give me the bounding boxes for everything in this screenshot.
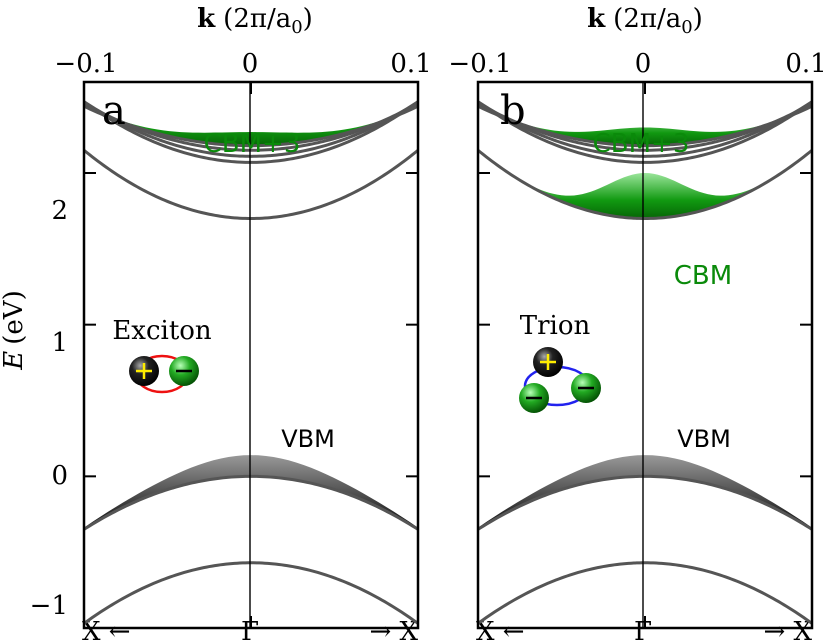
cbm3-label: CBM+3 [593, 129, 690, 159]
trion-label: Trion [520, 311, 591, 341]
top-axis-label: k(2π/a0) [197, 4, 313, 38]
conduction-band-line [84, 100, 418, 164]
panel-frame [476, 80, 814, 630]
conduction-band-line [478, 104, 812, 148]
hole-particle [129, 356, 159, 386]
valence-band-line [84, 474, 418, 531]
y-tick-label: −1 [30, 591, 68, 621]
vbm-label: VBM [677, 425, 731, 453]
panel-b [476, 80, 814, 630]
y-tick-label: 2 [51, 196, 68, 226]
exciton-label: Exciton [112, 316, 212, 346]
valence-band-line [478, 561, 812, 625]
black-density-hump [84, 455, 418, 530]
top-tick-label: 0 [635, 49, 652, 79]
exciton-diagram [129, 354, 199, 394]
y-tick-label: 0 [51, 461, 68, 491]
conduction-band-line [84, 104, 418, 148]
panel-label-a: a [102, 88, 126, 134]
bottom-label-gamma: Γ [241, 617, 259, 644]
y-tick-label: 1 [51, 328, 68, 358]
black-density-hump [478, 455, 812, 530]
bottom-label-left: X ← [476, 617, 525, 644]
top-tick-label: 0 [242, 49, 259, 79]
top-tick-label: 0.1 [390, 49, 431, 79]
top-tick-label: −0.1 [448, 49, 511, 79]
y-axis-label: E(eV) [0, 290, 29, 370]
plot-area [84, 100, 418, 625]
bottom-label-right: → X [369, 617, 418, 644]
bottom-label-right: → X [763, 617, 812, 644]
trion-diagram [519, 347, 601, 413]
green-density-hump [519, 173, 771, 219]
panel-a [82, 80, 420, 630]
conduction-band-line [84, 148, 418, 221]
cbm-label: CBM [674, 261, 732, 291]
electron-particle [571, 373, 601, 403]
conduction-band-line [478, 100, 812, 164]
hole-particle [533, 347, 563, 377]
bottom-label-gamma: Γ [634, 617, 652, 644]
conduction-band-line [84, 100, 418, 158]
bottom-label-left: X ← [82, 617, 131, 644]
conduction-band-line [478, 148, 812, 221]
top-axis-label-b: k(2π/a0) [587, 4, 703, 38]
panel-frame [82, 80, 420, 630]
electron-particle [169, 356, 199, 386]
valence-band-line [84, 561, 418, 625]
electron-particle [519, 383, 549, 413]
cbm3-label: CBM+3 [204, 129, 301, 159]
conduction-band-line [478, 100, 812, 158]
panel-label-b: b [500, 88, 526, 134]
top-tick-label: −0.1 [54, 49, 117, 79]
valence-band-line [478, 474, 812, 531]
top-tick-label: 0.1 [785, 49, 826, 79]
plot-area [478, 100, 812, 625]
vbm-label: VBM [281, 425, 335, 453]
